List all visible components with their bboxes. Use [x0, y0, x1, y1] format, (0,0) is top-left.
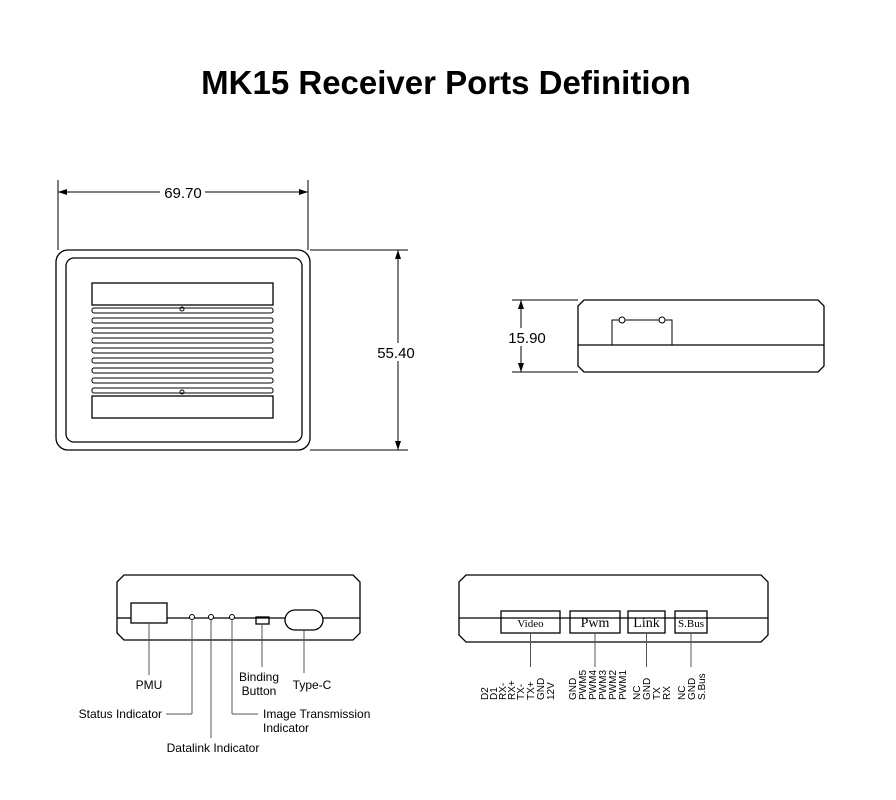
pin-label: RX- — [498, 683, 509, 700]
pin-label: PWM1 — [618, 670, 629, 700]
pin-label: GND — [536, 678, 547, 700]
binding-label-line1: Binding — [239, 670, 279, 684]
vent-fin — [91, 387, 274, 394]
pin-label: GND — [642, 678, 653, 700]
pin-label: D2 — [480, 687, 491, 700]
pin-label: PWM2 — [608, 670, 619, 700]
pin-label: PWM4 — [588, 670, 599, 700]
width-dimension: 69.70 — [164, 185, 202, 202]
pin-label: NC — [632, 686, 643, 700]
type-c-label: Type-C — [293, 678, 332, 692]
pin-label: D1 — [489, 687, 500, 700]
front-panel: PMU Binding Button Type-C Status Indicat… — [79, 574, 370, 755]
pin-label: TX — [652, 687, 663, 700]
vent-fin — [91, 307, 274, 314]
vent-fin — [91, 357, 274, 364]
pin-label: RX — [662, 686, 673, 700]
vent-fin — [91, 377, 274, 384]
image-transmission-label-line1: Image Transmission — [263, 707, 370, 721]
vent-fin — [91, 367, 274, 374]
port-label: Video — [517, 618, 544, 630]
height-dimension: 15.90 — [508, 330, 546, 347]
pin-label: PWM5 — [578, 670, 589, 700]
status-led — [189, 614, 195, 620]
pin-label: PWM3 — [598, 670, 609, 700]
vent-fin — [91, 327, 274, 334]
datalink-led — [208, 614, 214, 620]
vent-fin — [91, 337, 274, 344]
pin-label: TX+ — [526, 681, 537, 700]
pin-label: S.Bus — [697, 673, 708, 700]
pin-label: GND — [568, 678, 579, 700]
status-indicator-label: Status Indicator — [79, 707, 162, 721]
vent-fin — [91, 317, 274, 324]
page-title: MK15 Receiver Ports Definition — [201, 64, 691, 101]
image-transmission-label-line2: Indicator — [263, 721, 309, 735]
port-label: Pwm — [581, 616, 610, 631]
image-transmission-led — [229, 614, 235, 620]
binding-label-line2: Button — [242, 684, 277, 698]
type-c-port — [284, 609, 324, 631]
pin-label: TX- — [516, 684, 527, 700]
port-label: Link — [633, 616, 659, 631]
pin-label: GND — [687, 678, 698, 700]
vent-fin — [91, 347, 274, 354]
pin-label: NC — [677, 686, 688, 700]
pin-label: 12V — [546, 682, 557, 700]
length-dimension: 55.40 — [377, 345, 415, 362]
port-label: S.Bus — [678, 618, 704, 630]
pmu-port — [130, 602, 168, 624]
pmu-label: PMU — [136, 678, 163, 692]
side-view: 15.90 — [504, 299, 825, 373]
pin-label: RX+ — [507, 680, 518, 700]
datalink-indicator-label: Datalink Indicator — [167, 741, 260, 755]
top-view: 69.70 55.40 — [55, 180, 415, 451]
